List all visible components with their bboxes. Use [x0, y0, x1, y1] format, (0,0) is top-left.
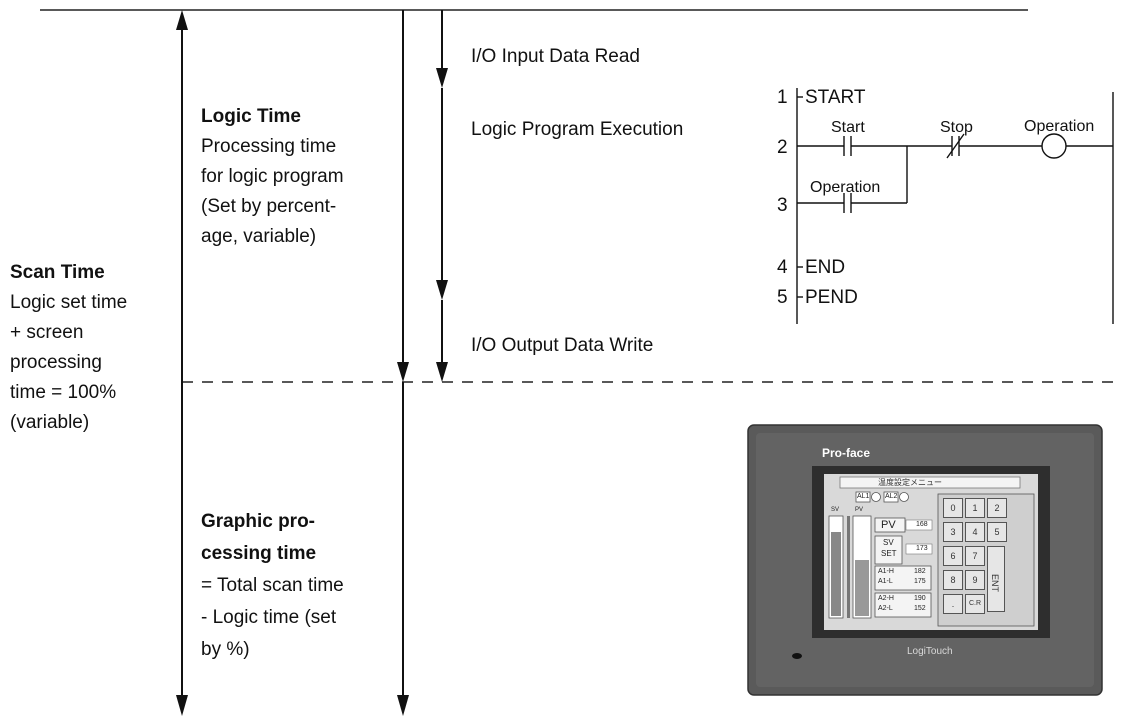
- scan-time-line: + screen: [10, 322, 84, 343]
- a2l-value: 152: [914, 605, 926, 612]
- key-9: 9: [965, 570, 985, 590]
- scan-time-block: Scan Time Logic set time + screen proces…: [10, 258, 127, 438]
- graphic-time-title: cessing time: [201, 543, 317, 564]
- logic-time-title: Logic Time: [201, 106, 301, 127]
- key-7: 7: [965, 546, 985, 566]
- a2h-label: A2-H: [878, 595, 894, 602]
- a2l-label: A2-L: [878, 605, 893, 612]
- logic-time-line: (Set by percent-: [201, 196, 337, 217]
- ladder-end-instruction: END: [805, 257, 846, 278]
- rung-number: 3: [777, 195, 788, 216]
- key-4: 4: [965, 522, 985, 542]
- step-output-write: I/O Output Data Write: [471, 335, 654, 356]
- ladder-start-instruction: START: [805, 87, 866, 108]
- contact-operation-label: Operation: [810, 179, 881, 196]
- ladder-diagram: [796, 88, 1114, 324]
- key-3: 3: [943, 522, 963, 542]
- graphic-time-line: - Logic time (set: [201, 607, 337, 628]
- step-logic-exec: Logic Program Execution: [471, 119, 684, 140]
- rung-number: 2: [777, 137, 788, 158]
- contact-start-label: Start: [831, 119, 865, 136]
- step-input-read: I/O Input Data Read: [471, 46, 640, 67]
- key-0: 0: [943, 498, 963, 518]
- key-enter: ENT: [987, 546, 1005, 612]
- key-2: 2: [987, 498, 1007, 518]
- logic-time-line: age, variable): [201, 226, 317, 247]
- scan-time-line: time = 100%: [10, 382, 117, 403]
- pv-label: PV: [881, 519, 896, 531]
- graphic-time-arrow: [397, 382, 409, 716]
- graphic-time-line: by %): [201, 639, 250, 660]
- key-6: 6: [943, 546, 963, 566]
- key-5: 5: [987, 522, 1007, 542]
- a1h-label: A1-H: [878, 568, 894, 575]
- a2h-value: 190: [914, 595, 926, 602]
- a1l-value: 175: [914, 578, 926, 585]
- io-step-arrows: [436, 10, 448, 382]
- key-1: 1: [965, 498, 985, 518]
- rung-number: 4: [777, 257, 788, 278]
- logic-time-arrow: [397, 10, 409, 382]
- alarm-1-label: AL1: [857, 493, 870, 500]
- a1h-value: 182: [914, 568, 926, 575]
- coil-operation-label: Operation: [1024, 118, 1095, 135]
- sv-value: 173: [916, 545, 928, 552]
- logic-time-line: Processing time: [201, 136, 337, 157]
- graphic-time-title: Graphic pro-: [201, 511, 316, 532]
- bar-label-sv: SV: [831, 507, 840, 513]
- logic-time-line: for logic program: [201, 166, 344, 187]
- device-brand: Pro-face: [822, 446, 871, 460]
- pv-value: 168: [916, 521, 928, 528]
- sv-label-2: SET: [881, 549, 897, 558]
- scan-time-line: processing: [10, 352, 102, 373]
- alarm-2-label: AL2: [885, 493, 898, 500]
- key-dot: .: [943, 594, 963, 614]
- screen-title: 温度設定メニュー: [878, 478, 942, 487]
- key-cr: C.R: [965, 594, 985, 614]
- rung-number: 1: [777, 87, 788, 108]
- contact-stop-label: Stop: [940, 119, 973, 136]
- ladder-pend-instruction: PEND: [805, 287, 858, 308]
- scan-time-arrow: [176, 10, 188, 716]
- a1l-label: A1-L: [878, 578, 893, 585]
- scan-time-title: Scan Time: [10, 262, 105, 283]
- graphic-time-block: Graphic pro- cessing time = Total scan t…: [201, 506, 344, 666]
- device-model: LogiTouch: [907, 646, 953, 657]
- key-8: 8: [943, 570, 963, 590]
- rung-number: 5: [777, 287, 788, 308]
- sv-label-1: SV: [883, 538, 894, 547]
- bar-label-pv: PV: [855, 507, 864, 513]
- scan-time-line: Logic set time: [10, 292, 128, 313]
- logic-time-block: Logic Time Processing time for logic pro…: [201, 102, 344, 252]
- scan-time-line: (variable): [10, 412, 90, 433]
- graphic-time-line: = Total scan time: [201, 575, 344, 596]
- device-keypad: 0 1 2 3 4 5 6 7 8 9 . C.R ENT: [943, 498, 1029, 622]
